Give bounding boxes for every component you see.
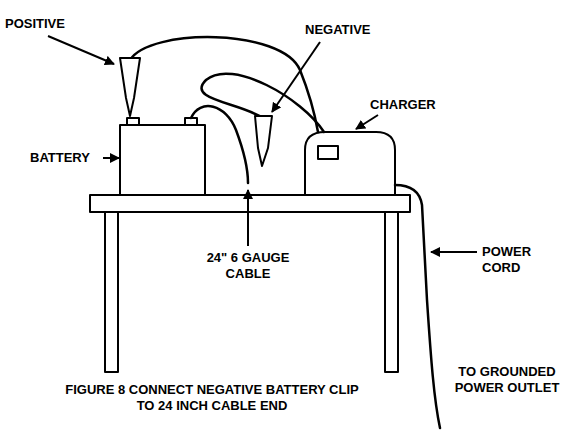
- battery-terminal: [127, 118, 139, 125]
- leader-arrow: [247, 190, 249, 246]
- callout-label: BATTERY: [30, 150, 102, 166]
- table-leg: [385, 212, 398, 372]
- callout-label: CHARGER: [370, 97, 460, 113]
- callout-label: POSITIVE: [5, 16, 95, 32]
- callout-label: POWER CORD: [482, 244, 552, 277]
- callout-label: 24" 6 GAUGE CABLE: [193, 250, 303, 283]
- battery-body: [120, 125, 205, 195]
- positive-clip: [120, 58, 140, 116]
- table-leg: [105, 212, 118, 372]
- leader-arrow: [356, 115, 378, 129]
- table-top: [90, 195, 410, 212]
- battery-cable: [191, 106, 248, 183]
- figure-caption: FIGURE 8 CONNECT NEGATIVE BATTERY CLIP T…: [57, 382, 367, 415]
- charger-body: [305, 132, 395, 195]
- leader-arrow: [272, 42, 320, 112]
- power-cord: [395, 185, 440, 428]
- callout-label: TO GROUNDED POWER OUTLET: [448, 364, 566, 397]
- charger-meter: [318, 146, 338, 159]
- negative-clip: [255, 116, 272, 166]
- leader-arrow: [103, 157, 119, 159]
- callout-label: NEGATIVE: [305, 22, 395, 38]
- leader-arrow: [48, 36, 114, 64]
- leader-arrow: [431, 251, 477, 253]
